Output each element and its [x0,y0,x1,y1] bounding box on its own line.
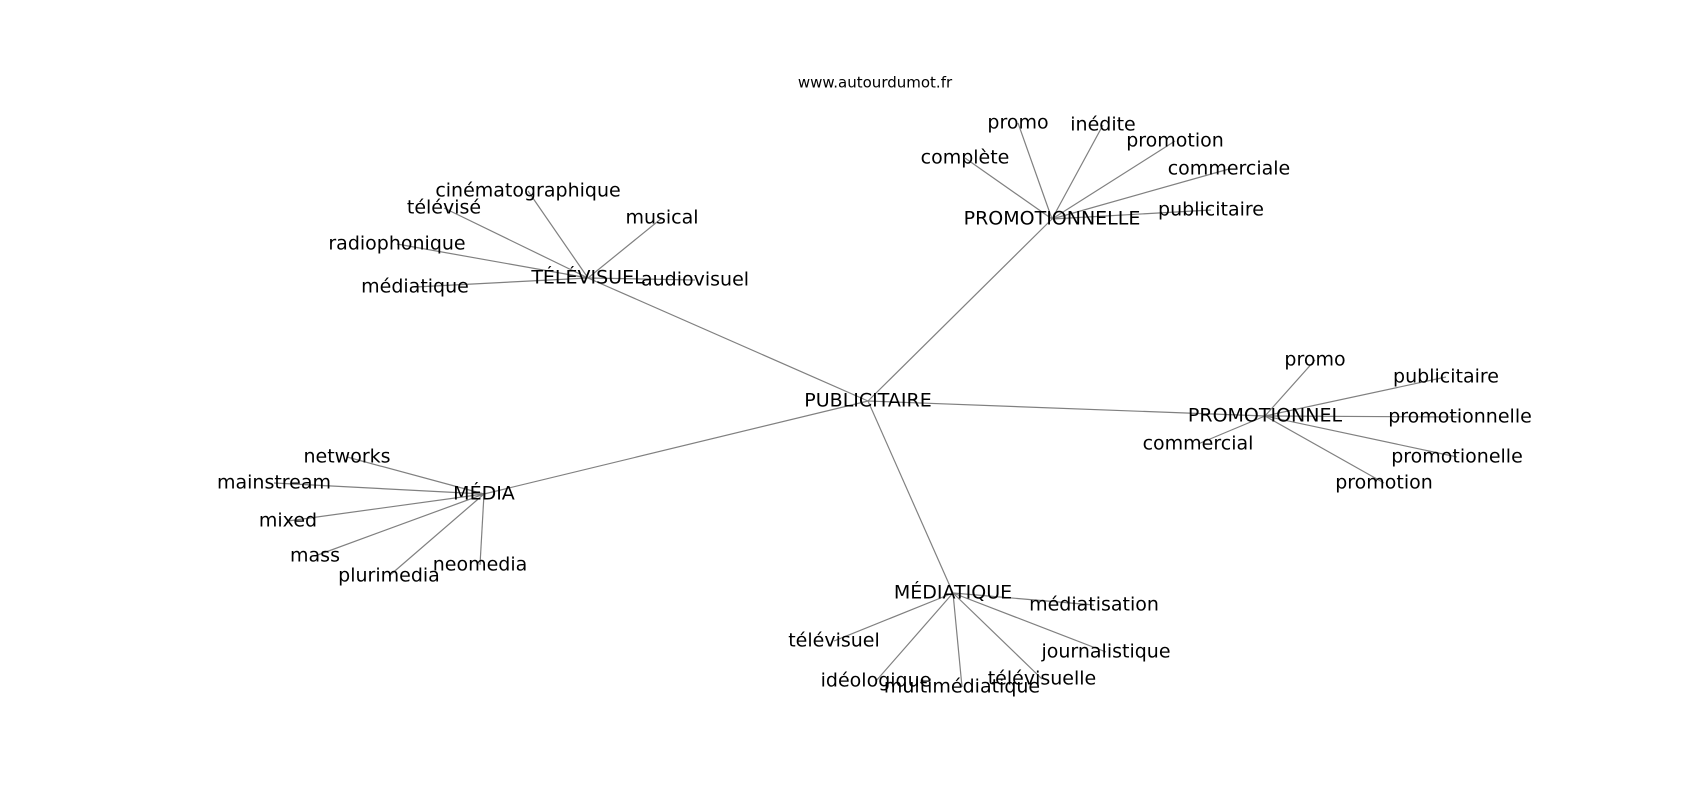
leaf-node-label: cinématographique [435,180,620,202]
edge-h2-leaf-2 [587,217,663,279]
leaf-node-label: télévisé [407,197,481,219]
leaf-node-label: promotionelle [1391,446,1523,468]
leaf-node-label: commerciale [1168,158,1291,180]
hub-node-label: TÉLÉVISUEL [530,266,645,289]
leaf-node-label: plurimedia [338,565,440,587]
hub-node-label: PROMOTIONNELLE [964,208,1141,230]
leaf-node-label: neomedia [433,554,528,576]
leaf-node-label: inédite [1070,114,1136,136]
hub-node-label: MÉDIATIQUE [894,581,1012,604]
edge-h4-leaf-3 [314,493,485,557]
leaf-node-label: mass [290,545,340,567]
leaf-node-label: promo [1284,349,1345,371]
leaf-node-label: networks [303,446,390,468]
leaf-node-label: mainstream [217,472,331,494]
edge-h5-leaf-4 [952,592,963,688]
edge-h1-leaf-4 [1051,168,1230,220]
edge-center-h4 [483,400,869,495]
edge-h4-leaf-0 [346,456,485,495]
edge-h3-leaf-2 [1264,415,1461,418]
leaf-node-label: promotion [1126,130,1224,152]
leaf-node-label: promotionnelle [1388,406,1532,428]
edge-h5-leaf-0 [952,592,1095,606]
edge-h2-leaf-3 [396,243,589,279]
leaf-node-label: publicitaire [1393,366,1499,388]
hub-node-label: MÉDIA [453,482,515,505]
edge-h2-leaf-0 [527,190,589,279]
leaf-node-label: complète [921,147,1010,169]
leaf-node-label: idéologique [821,670,932,692]
edge-h2-leaf-4 [414,277,589,288]
edge-center-h5 [867,400,954,594]
edge-h5-leaf-2 [952,592,1107,653]
edge-h3-leaf-3 [1197,415,1266,445]
edge-h5-leaf-5 [952,592,1043,680]
edge-h1-leaf-5 [1051,209,1212,220]
edge-h4-leaf-2 [287,493,485,522]
edges [273,122,1461,688]
edge-h1-leaf-1 [1017,122,1053,220]
leaf-node-label: télévisuelle [988,668,1097,690]
leaf-node-label: télévisuel [788,630,880,652]
edge-h2-leaf-5 [587,277,696,281]
leaf-node-label: audiovisuel [641,269,749,291]
leaf-node-label: journalistique [1040,641,1170,663]
edge-h3-leaf-4 [1264,415,1458,458]
leaf-node-label: promo [987,112,1048,134]
edge-h3-leaf-5 [1264,415,1385,484]
leaf-node-label: médiatisation [1029,594,1159,616]
edge-center-h2 [587,277,869,402]
leaf-node-label: multimédiatique [884,676,1040,698]
leaf-node-label: mixed [259,510,317,532]
edge-h4-leaf-4 [388,493,485,577]
hub-node-label: PROMOTIONNEL [1188,405,1343,427]
leaf-node-label: commercial [1143,433,1254,455]
edge-center-h1 [867,218,1053,402]
leaf-node-label: radiophonique [328,233,465,255]
edge-h1-leaf-0 [964,157,1053,220]
site-url: www.autourdumot.fr [798,74,953,92]
edge-h4-leaf-5 [479,493,485,566]
edge-center-h3 [867,400,1266,417]
edge-h1-leaf-2 [1051,124,1104,220]
leaf-node-label: médiatique [361,276,469,298]
edge-h5-leaf-1 [833,592,954,642]
leaf-node-label: publicitaire [1158,199,1264,221]
leaf-node-label: promotion [1335,472,1433,494]
edge-h4-leaf-1 [273,482,485,495]
edge-h1-leaf-3 [1051,140,1176,220]
center-node-label: PUBLICITAIRE [804,390,931,412]
edge-h3-leaf-0 [1264,359,1316,417]
leaf-node-label: musical [625,207,698,229]
edge-h2-leaf-1 [443,207,589,279]
edge-h5-leaf-3 [875,592,954,682]
edge-h3-leaf-1 [1264,376,1447,417]
